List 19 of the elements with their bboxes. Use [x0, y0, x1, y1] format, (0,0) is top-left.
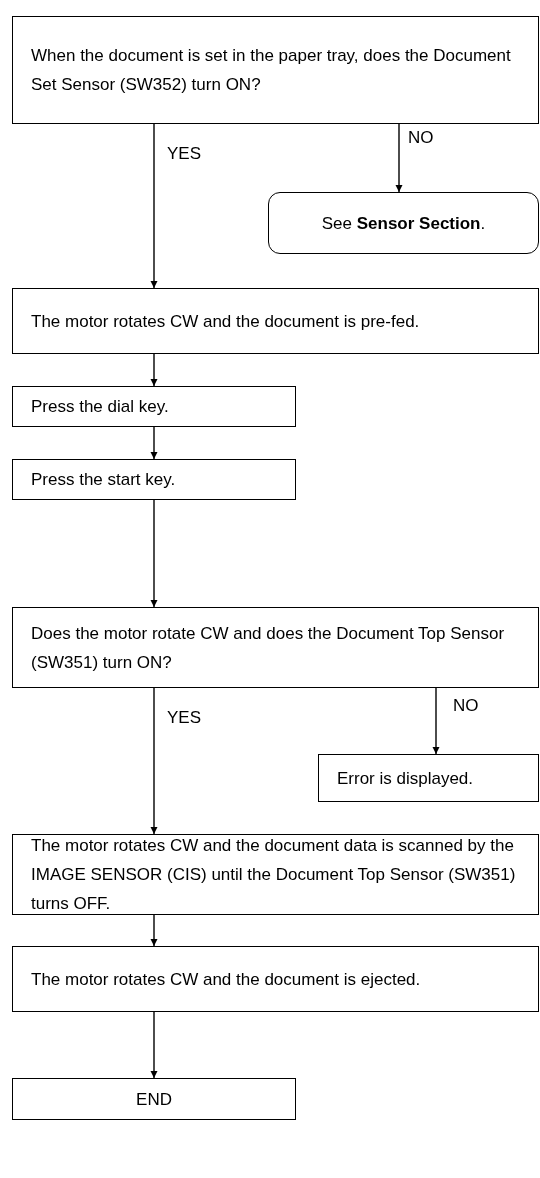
- process-box: The motor rotates CW and the document is ejected.: [12, 946, 539, 1012]
- arrow: [150, 353, 158, 387]
- arrow: [150, 687, 158, 835]
- arrow: [150, 1011, 158, 1079]
- arrow: [150, 426, 158, 460]
- arrow: [395, 123, 403, 193]
- process-box: END: [12, 1078, 296, 1120]
- process-box: Error is displayed.: [318, 754, 539, 802]
- arrow: [150, 499, 158, 608]
- process-box: The motor rotates CW and the document data is scanned by the IMAGE SENSOR (CIS) until the Document Top Sensor (SW351) turns OFF.: [12, 834, 539, 915]
- terminal-box: See Sensor Section.: [268, 192, 539, 254]
- process-box: Press the dial key.: [12, 386, 296, 427]
- process-box: Does the motor rotate CW and does the Document Top Sensor (SW351) turn ON?: [12, 607, 539, 688]
- arrow: [150, 914, 158, 947]
- process-box: The motor rotates CW and the document is pre-fed.: [12, 288, 539, 354]
- process-box: Press the start key.: [12, 459, 296, 500]
- process-box: When the document is set in the paper tray, does the Document Set Sensor (SW352) turn ON?: [12, 16, 539, 124]
- arrow: [150, 123, 158, 289]
- arrow: [432, 687, 440, 755]
